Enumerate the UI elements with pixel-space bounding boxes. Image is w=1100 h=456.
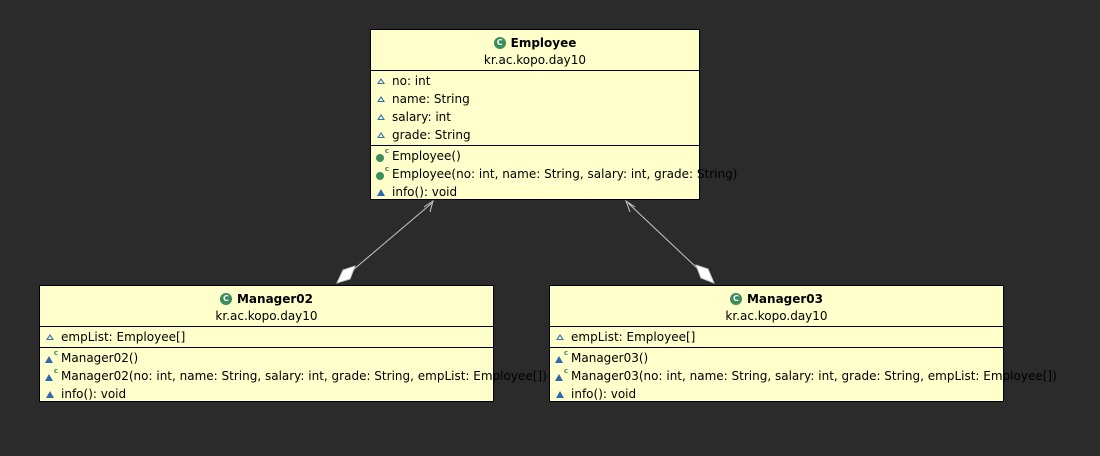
field-row[interactable]: grade: String [371, 126, 699, 144]
class-icon: C [219, 292, 232, 305]
package-constructor-icon: c [555, 350, 568, 363]
method-label: info(): void [61, 387, 127, 401]
method-label: Manager02() [61, 351, 139, 365]
methods-section: c Manager03() c Manager03(no: int, name:… [550, 347, 1057, 404]
field-row[interactable]: no: int [371, 72, 699, 90]
class-package: kr.ac.kopo.day10 [725, 309, 828, 323]
methods-section: c Manager02() c Manager02(no: int, name:… [40, 347, 547, 404]
field-label: empList: Employee[] [61, 330, 186, 344]
class-name: Employee [510, 35, 577, 50]
arrowhead-employee-left [423, 199, 434, 213]
class-box-employee[interactable]: C Employee kr.ac.kopo.day10 no: int name… [370, 29, 737, 202]
class-header: C Employee kr.ac.kopo.day10 [371, 30, 699, 71]
aggregation-diamond-manager03 [695, 264, 715, 284]
field-label: salary: int [392, 110, 451, 124]
field-row[interactable]: empList: Employee[] [550, 328, 1003, 346]
public-constructor-icon: c [376, 148, 389, 162]
package-field-icon [376, 112, 386, 122]
package-constructor-icon: c [45, 350, 58, 363]
class-box-manager02[interactable]: C Manager02 kr.ac.kopo.day10 empList: Em… [39, 285, 547, 404]
method-row[interactable]: info(): void [550, 385, 1003, 403]
aggregation-manager02-employee[interactable] [336, 199, 434, 284]
method-label: info(): void [392, 185, 458, 199]
fields-section: empList: Employee[] [550, 327, 1003, 347]
aggregation-diamond-manager02 [336, 265, 356, 284]
package-method-icon [45, 389, 55, 399]
method-row[interactable]: c Employee() [371, 147, 699, 165]
class-icon: C [729, 292, 742, 305]
class-name: Manager03 [746, 291, 824, 306]
arrowhead-employee-right [625, 199, 636, 213]
class-name: Manager02 [236, 291, 314, 306]
package-method-icon [376, 187, 386, 197]
package-constructor-icon: c [555, 368, 568, 381]
class-icon: C [493, 36, 506, 49]
package-field-icon [45, 332, 55, 342]
method-row[interactable]: c Employee(no: int, name: String, salary… [371, 165, 737, 183]
class-package: kr.ac.kopo.day10 [215, 309, 318, 323]
class-header: C Manager03 kr.ac.kopo.day10 [550, 286, 1003, 327]
field-label: grade: String [392, 128, 471, 142]
package-constructor-icon: c [45, 368, 58, 381]
field-row[interactable]: name: String [371, 90, 699, 108]
package-field-icon [376, 76, 386, 86]
method-label: Employee(no: int, name: String, salary: … [392, 167, 738, 181]
method-row[interactable]: info(): void [40, 385, 493, 403]
method-label: Employee() [392, 149, 461, 163]
method-row[interactable]: c Manager03() [550, 349, 1003, 367]
method-label: Manager02(no: int, name: String, salary:… [61, 369, 547, 383]
method-row[interactable]: c Manager02(no: int, name: String, salar… [40, 367, 547, 385]
package-method-icon [555, 389, 565, 399]
method-row[interactable]: c Manager03(no: int, name: String, salar… [550, 367, 1057, 385]
method-row[interactable]: c Manager02() [40, 349, 493, 367]
method-label: Manager03(no: int, name: String, salary:… [571, 369, 1057, 383]
class-header: C Manager02 kr.ac.kopo.day10 [40, 286, 493, 327]
class-box-manager03[interactable]: C Manager03 kr.ac.kopo.day10 empList: Em… [549, 285, 1057, 404]
fields-section: no: int name: String salary: int grade: … [371, 71, 699, 145]
field-label: empList: Employee[] [571, 330, 696, 344]
class-package: kr.ac.kopo.day10 [483, 53, 587, 67]
field-label: no: int [392, 74, 431, 88]
fields-section: empList: Employee[] [40, 327, 493, 347]
methods-section: c Employee() c Employee(no: int, name: S… [371, 145, 737, 202]
method-label: Manager03() [571, 351, 649, 365]
field-label: name: String [392, 92, 470, 106]
package-field-icon [376, 130, 386, 140]
public-constructor-icon: c [376, 166, 389, 180]
aggregation-manager03-employee[interactable] [625, 199, 715, 284]
package-field-icon [376, 94, 386, 104]
method-label: info(): void [571, 387, 637, 401]
method-row[interactable]: info(): void [371, 183, 699, 201]
field-row[interactable]: empList: Employee[] [40, 328, 493, 346]
package-field-icon [555, 332, 565, 342]
field-row[interactable]: salary: int [371, 108, 699, 126]
